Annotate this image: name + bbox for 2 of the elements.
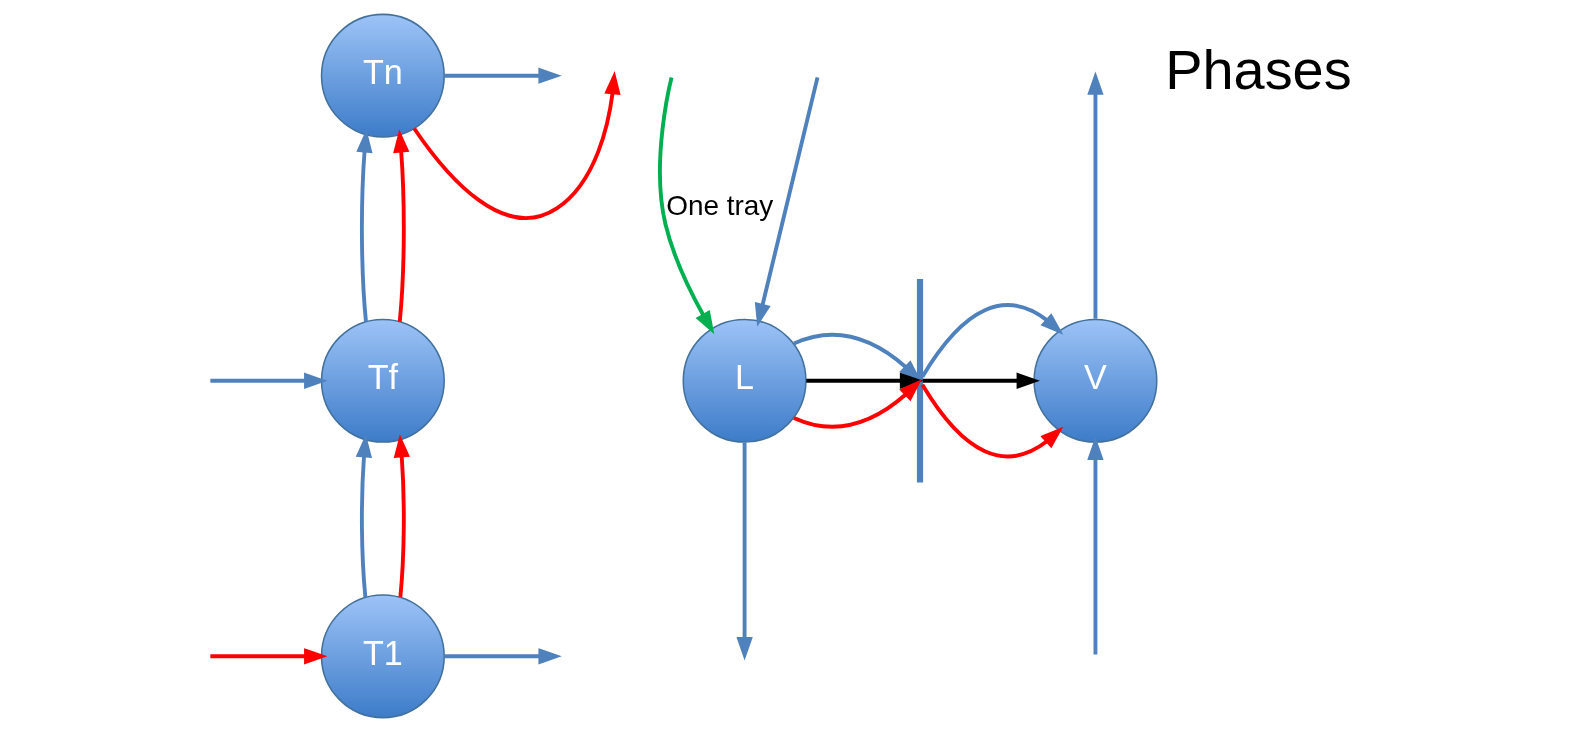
label: Phases bbox=[1165, 38, 1352, 102]
edge-label: One tray bbox=[666, 190, 774, 222]
